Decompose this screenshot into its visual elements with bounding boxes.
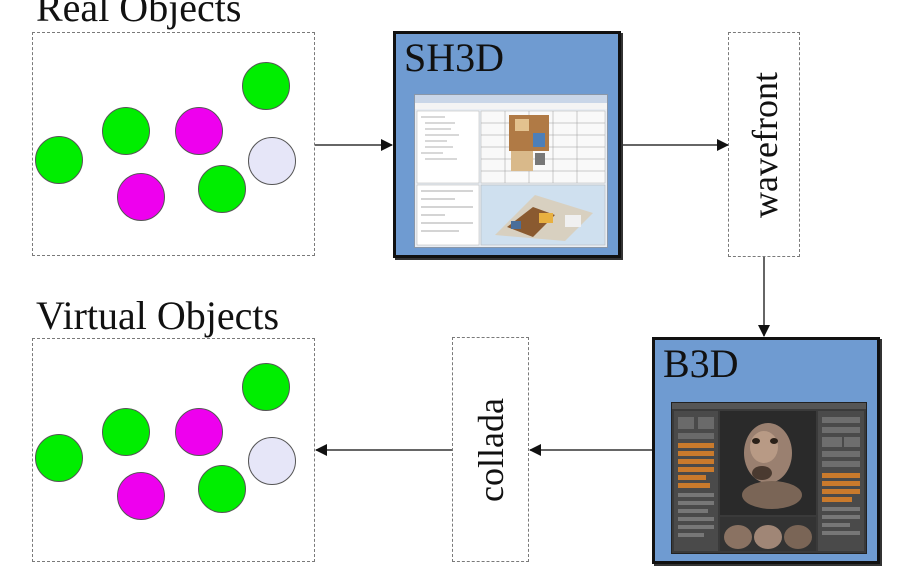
- b3d-screenshot: [671, 402, 867, 554]
- wavefront-label: wavefront: [745, 72, 785, 218]
- real-objects-title: Real Objects: [36, 0, 242, 30]
- sh3d-box: SH3D: [393, 31, 621, 258]
- b3d-label: B3D: [663, 341, 739, 386]
- real-object: [35, 136, 83, 184]
- wavefront-box: wavefront: [728, 32, 800, 257]
- virtual-objects-title: Virtual Objects: [36, 293, 280, 338]
- real-object: [175, 107, 223, 155]
- virtual-object: [175, 408, 223, 456]
- real-object: [102, 107, 150, 155]
- sh3d-label: SH3D: [404, 35, 505, 80]
- virtual-object: [35, 434, 83, 482]
- real-object: [248, 137, 296, 185]
- virtual-object: [102, 408, 150, 456]
- real-object: [242, 62, 290, 110]
- virtual-object: [248, 437, 296, 485]
- virtual-object: [198, 465, 246, 513]
- real-objects-box: [32, 32, 315, 256]
- sh3d-screenshot: [414, 94, 608, 248]
- virtual-object: [117, 472, 165, 520]
- collada-box: collada: [452, 337, 529, 562]
- real-object: [198, 165, 246, 213]
- real-object: [117, 173, 165, 221]
- b3d-box: B3D: [652, 337, 880, 564]
- virtual-object: [242, 363, 290, 411]
- collada-label: collada: [471, 398, 511, 502]
- virtual-objects-box: [32, 338, 315, 562]
